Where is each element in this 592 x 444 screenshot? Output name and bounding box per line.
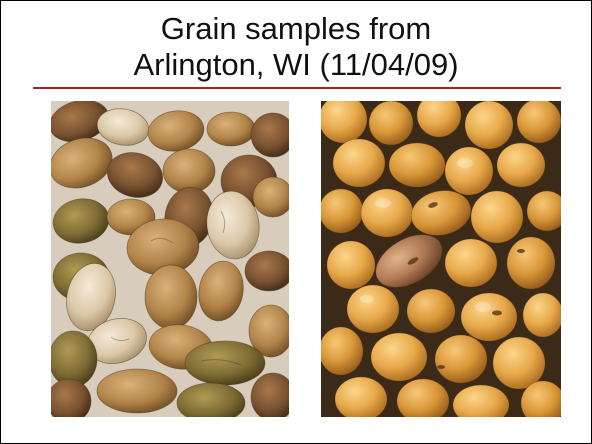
title-underline [33,87,561,89]
title-line-1: Grain samples from [160,11,432,46]
title-line-2: Arlington, WI (11/04/09) [133,47,459,82]
damaged-soybeans-photo [51,101,289,417]
healthy-soybeans-photo [321,101,561,417]
healthy-soybeans-image [321,101,561,417]
slide-title: Grain samples from Arlington, WI (11/04/… [1,11,591,83]
damaged-soybeans-image [51,101,289,417]
